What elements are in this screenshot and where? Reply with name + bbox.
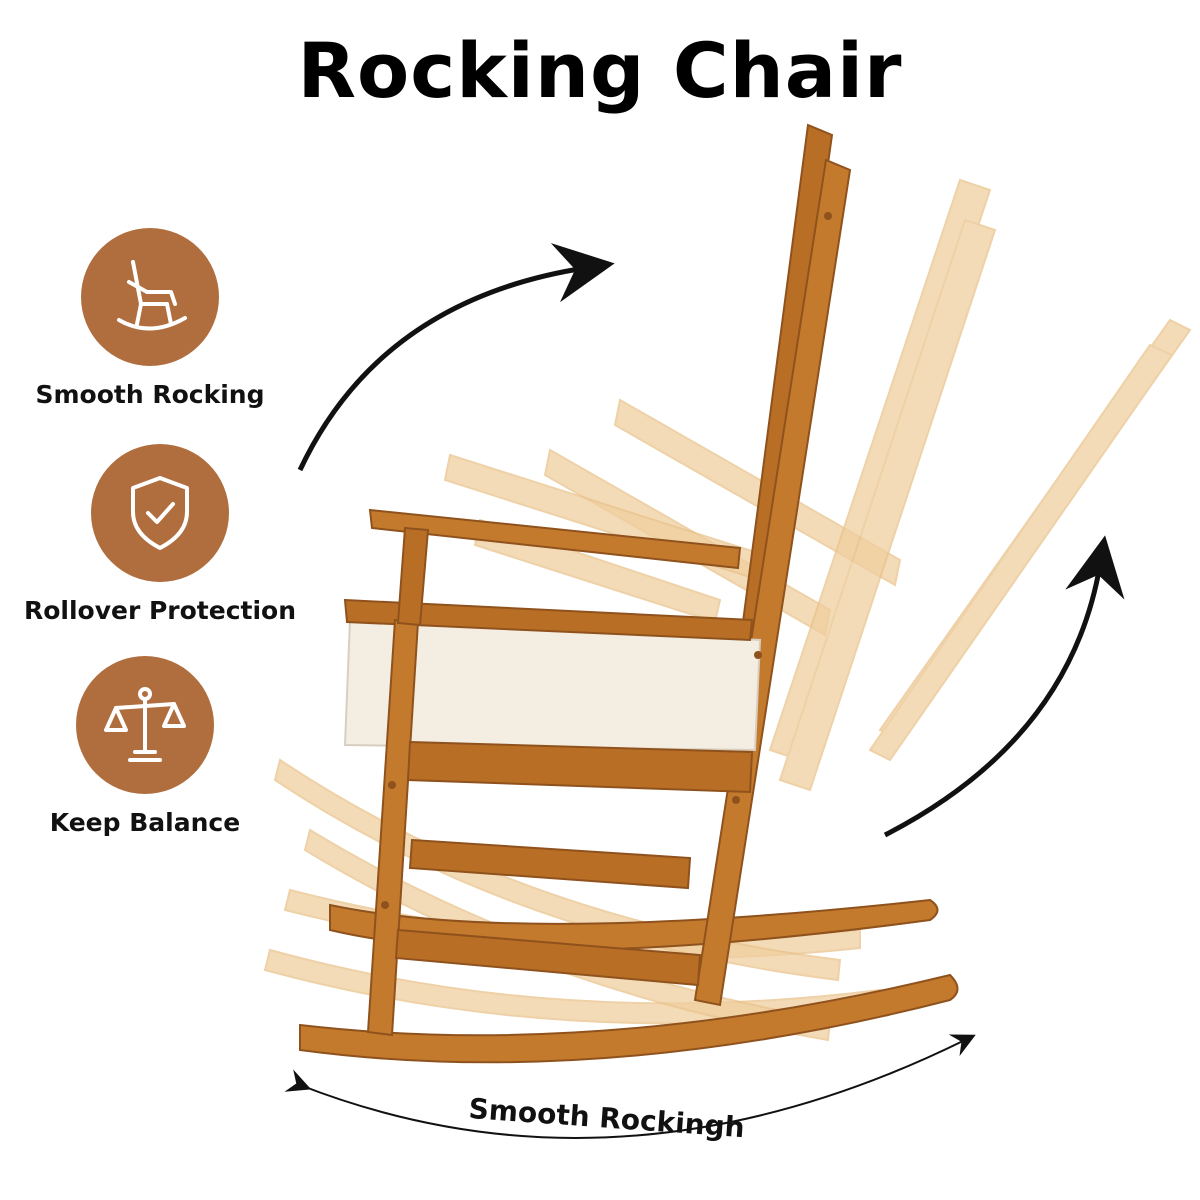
seat-rail (406, 740, 754, 794)
arrow-upper-left (297, 242, 615, 472)
page-title: Rocking Chair (297, 26, 903, 115)
feature-smooth-rocking: Smooth Rocking (0, 228, 300, 409)
balance-scale-icon (76, 656, 214, 794)
feature-label: Smooth Rocking (35, 380, 265, 409)
armrest-front (343, 598, 754, 642)
arrow-bottom-curve (284, 1034, 976, 1139)
stretcher-middle (408, 838, 692, 890)
rocking-chair-icon (81, 228, 219, 366)
feature-label: Rollover Protection (23, 596, 297, 625)
shield-check-icon (91, 444, 229, 582)
main-rocking-chair (299, 123, 959, 1064)
arrow-right (883, 535, 1125, 838)
feature-label: Keep Balance (49, 808, 241, 837)
stretcher-lower (394, 928, 702, 987)
front-post-upper (396, 526, 430, 627)
feature-keep-balance: Keep Balance (0, 656, 295, 837)
feature-rollover-protection: Rollover Protection (10, 444, 310, 625)
armrest-back (368, 508, 742, 570)
